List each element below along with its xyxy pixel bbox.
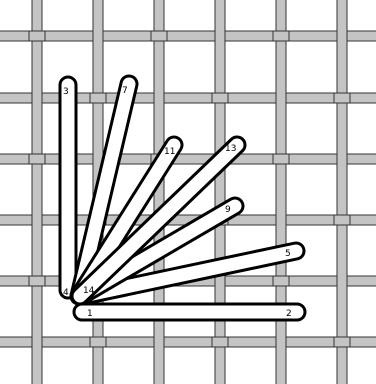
thread-crossing-over (29, 276, 45, 286)
label-2: 2 (286, 309, 292, 319)
vertical-thread (276, 0, 286, 384)
stitch-1-2 (74, 304, 305, 320)
thread-crossing-over (212, 337, 228, 347)
horizontal-thread (0, 93, 376, 103)
horizontal-thread (0, 31, 376, 41)
thread-crossing-over (334, 337, 350, 347)
label-4: 4 (63, 288, 69, 298)
label-3: 3 (63, 87, 69, 97)
thread-crossing-over (90, 93, 106, 103)
thread-crossing-over (212, 93, 228, 103)
label-14: 14 (83, 286, 95, 296)
horizontal-thread (0, 154, 376, 164)
thread-crossing-over (29, 154, 45, 164)
stitch-3-4 (60, 77, 76, 298)
vertical-thread (215, 0, 225, 384)
label-13: 13 (225, 144, 236, 154)
thread-crossing-over (151, 31, 167, 41)
label-9: 9 (225, 205, 231, 215)
horizontal-thread (0, 337, 376, 347)
vertical-thread (337, 0, 347, 384)
thread-crossing-over (334, 215, 350, 225)
thread-crossing-over (273, 276, 289, 286)
label-11: 11 (164, 147, 175, 157)
label-7: 7 (122, 86, 128, 96)
vertical-thread (32, 0, 42, 384)
label-1: 1 (87, 309, 93, 319)
thread-crossing-over (273, 31, 289, 41)
thread-crossing-over (334, 93, 350, 103)
thread-crossing-over (29, 31, 45, 41)
thread-crossing-over (90, 337, 106, 347)
thread-crossing-over (273, 154, 289, 164)
label-5: 5 (285, 249, 291, 259)
